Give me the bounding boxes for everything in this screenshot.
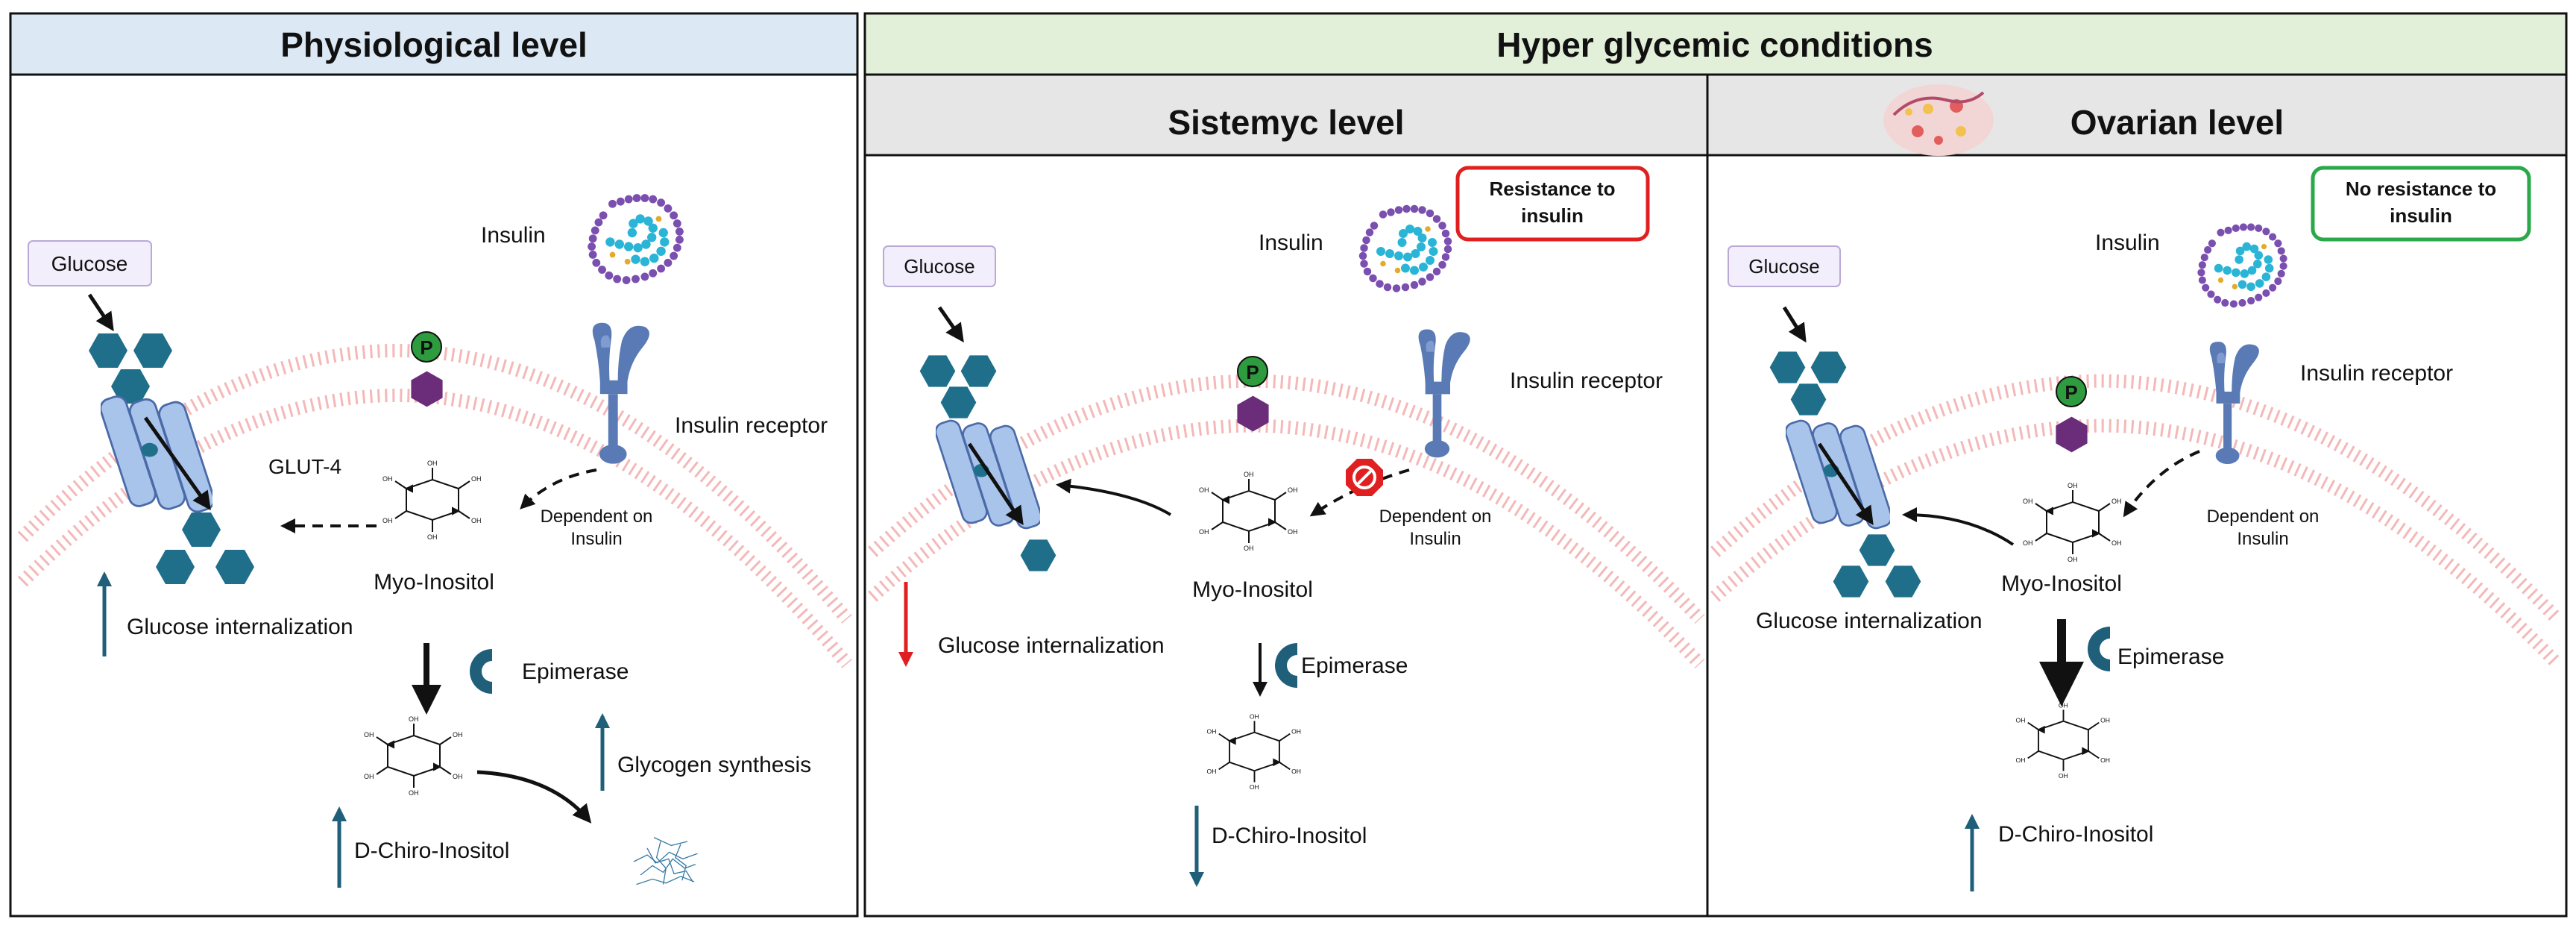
epimerase-label: Epimerase bbox=[1301, 653, 1408, 678]
epimerase-label: Epimerase bbox=[522, 659, 629, 684]
glucose-label: Glucose bbox=[1748, 255, 1819, 278]
glycogen-synthesis-label: Glycogen synthesis bbox=[617, 753, 811, 777]
physiological-content: Glucose GLUT-4 P Myo-Inositol Insulin In… bbox=[28, 194, 828, 888]
d-chiro-inositol-label: D-Chiro-Inositol bbox=[354, 838, 509, 863]
glucose-entry-arrow bbox=[87, 293, 114, 332]
hyperglycemic-title: Hyper glycemic conditions bbox=[1496, 25, 1933, 64]
hyperglycemic-header-bg bbox=[863, 12, 2568, 76]
insulin-receptor-label: Insulin receptor bbox=[2300, 361, 2453, 386]
physiological-header-bg bbox=[9, 12, 859, 76]
glucose-label-box bbox=[883, 245, 996, 287]
resistance-badge bbox=[1455, 166, 1650, 242]
ovary-illustration bbox=[1882, 83, 1995, 157]
insulin-label: Insulin bbox=[481, 223, 546, 248]
myo-to-glut-arrow bbox=[1902, 507, 2015, 546]
phosphate-group bbox=[1237, 356, 1268, 387]
epimerase-enzyme bbox=[2088, 627, 2110, 671]
epimerase-label: Epimerase bbox=[2117, 645, 2224, 669]
ovarian-content: No resistance to insulin Glucose P Myo-I… bbox=[1728, 166, 2531, 891]
glucose-entry-arrow bbox=[1782, 306, 1807, 343]
d-chiro-to-glycogen-arrow bbox=[476, 770, 592, 824]
no-resistance-badge-line2: insulin bbox=[2390, 204, 2452, 227]
ovarian-body-frame bbox=[1706, 154, 2568, 918]
glucose-transport-arrow bbox=[1817, 442, 1874, 526]
glucose-label-box bbox=[1728, 245, 1841, 287]
myo-to-glut-arrow bbox=[1056, 478, 1172, 516]
dependent-on-label: Dependent on bbox=[1379, 507, 1492, 527]
insulin-receptor-label: Insulin receptor bbox=[675, 413, 828, 438]
insulin-label: Insulin bbox=[1259, 231, 1323, 255]
epimerase-enzyme bbox=[1275, 643, 1297, 688]
glucose-label-box bbox=[28, 240, 152, 286]
glucose-transport-arrow bbox=[143, 416, 211, 511]
receptor-to-myo-arrow bbox=[520, 468, 597, 510]
glut4-label: GLUT-4 bbox=[268, 455, 341, 478]
phosphate-group bbox=[411, 331, 442, 363]
insulin-label: Insulin bbox=[2095, 231, 2160, 255]
insulin-receptor-label: Insulin receptor bbox=[1510, 369, 1663, 393]
ovarian-title: Ovarian level bbox=[2070, 103, 2284, 142]
no-resistance-badge bbox=[2311, 166, 2531, 242]
dependent-on-label: Dependent on bbox=[541, 507, 653, 527]
resistance-badge-line2: insulin bbox=[1521, 204, 1584, 227]
glucose-label: Glucose bbox=[51, 252, 128, 275]
glucose-entry-arrow bbox=[937, 306, 964, 343]
glucose-internalization-label: Glucose internalization bbox=[127, 615, 353, 639]
blocked-icon bbox=[1346, 459, 1383, 496]
no-resistance-badge-line1: No resistance to bbox=[2346, 178, 2496, 200]
phosphate-group bbox=[2056, 376, 2087, 407]
d-chiro-inositol-label: D-Chiro-Inositol bbox=[1998, 822, 2153, 847]
systemic-title: Sistemyc level bbox=[1168, 103, 1404, 142]
systemic-body-frame bbox=[863, 154, 1709, 918]
glucose-internalization-label: Glucose internalization bbox=[938, 633, 1165, 658]
dependent-insulin-label: Insulin bbox=[1409, 529, 1461, 549]
d-chiro-inositol-label: D-Chiro-Inositol bbox=[1212, 824, 1367, 848]
physiological-title: Physiological level bbox=[280, 25, 588, 64]
myo-inositol-label: Myo-Inositol bbox=[374, 570, 494, 595]
dependent-insulin-label: Insulin bbox=[2237, 529, 2288, 549]
dependent-on-label: Dependent on bbox=[2207, 507, 2320, 527]
glucose-transport-arrow bbox=[967, 442, 1024, 526]
phosphate-label: P bbox=[420, 336, 432, 359]
phosphate-label: P bbox=[1246, 361, 1259, 383]
membrane-ovarian bbox=[1710, 374, 2563, 669]
glucose-label: Glucose bbox=[904, 255, 974, 278]
glucose-internalization-label: Glucose internalization bbox=[1756, 609, 1983, 633]
myo-inositol-label: Myo-Inositol bbox=[1192, 577, 1313, 602]
phosphate-label: P bbox=[2065, 381, 2077, 404]
myo-inositol-label: Myo-Inositol bbox=[2001, 571, 2122, 596]
resistance-badge-line1: Resistance to bbox=[1489, 178, 1615, 200]
systemic-content: Resistance to insulin Glucose P Myo-Inos… bbox=[883, 166, 1663, 887]
dependent-insulin-label: Insulin bbox=[570, 529, 622, 549]
epimerase-enzyme bbox=[470, 649, 492, 694]
hyperglycemic-panel: Hyper glycemic conditions Sistemyc level… bbox=[863, 12, 2568, 918]
